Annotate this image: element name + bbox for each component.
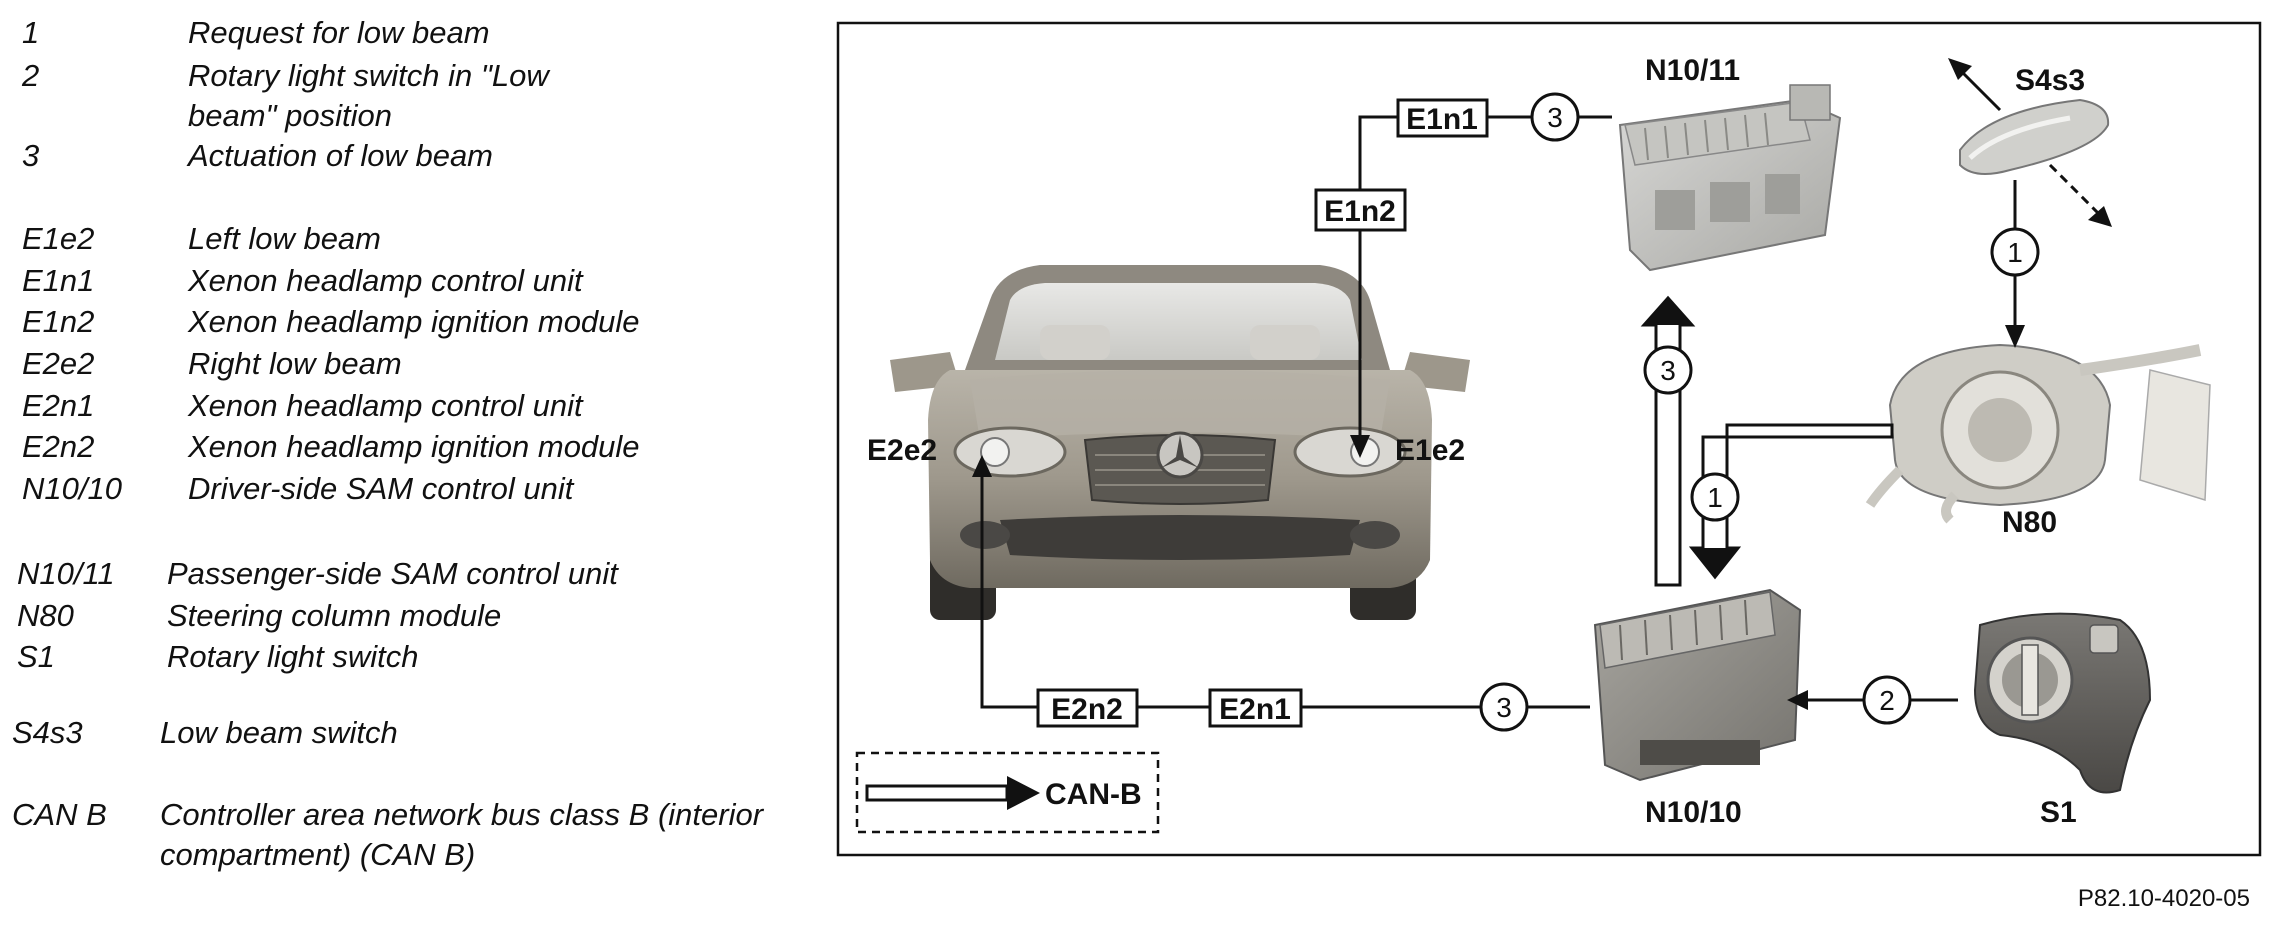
box-e2n1-text: E2n1 (1219, 693, 1291, 726)
box-e2n2: E2n2 (1036, 688, 1139, 728)
legend-text-e1n2: Xenon headlamp ignition module (188, 304, 640, 339)
figure-reference: P82.10-4020-05 (2077, 885, 2250, 912)
car-image (890, 265, 1470, 620)
legend-key-2: 2 (22, 58, 40, 93)
box-e1n1-text: E1n1 (1406, 103, 1478, 136)
legend-key-s4s3: S4s3 (12, 715, 83, 750)
legend-text-can-b-cont: compartment) (CAN B) (160, 837, 476, 872)
legend-key-3: 3 (22, 138, 40, 173)
legend-key-e2n2: E2n2 (22, 429, 95, 464)
legend-key-e1n1: E1n1 (22, 263, 95, 298)
legend-text-e1e2: Left low beam (188, 221, 381, 256)
circle-3-vertical: 3 (1643, 345, 1693, 395)
legend-text-n80: Steering column module (167, 598, 502, 633)
s4s3-motion-arrows (1948, 58, 2112, 227)
legend-key-e1e2: E1e2 (22, 221, 95, 256)
legend-key-s1: S1 (17, 639, 55, 674)
legend-key-e2e2: E2e2 (22, 346, 95, 381)
legend-text-1: Request for low beam (188, 15, 490, 50)
label-n10-11: N10/11 (1645, 54, 1740, 87)
label-n10-10: N10/10 (1645, 796, 1742, 829)
n10-10-arrowhead (1787, 690, 1808, 710)
can-bus-lines (1640, 295, 1894, 587)
legend-text-2: Rotary light switch in "Low (188, 58, 549, 93)
e2e2-arrowhead (972, 455, 992, 477)
can-b-key: CAN-B (855, 751, 1160, 834)
circle-2: 2 (1862, 675, 1912, 725)
diagram-frame (836, 21, 2262, 857)
circle-1-mid: 1 (1690, 472, 1740, 522)
circle-3-bottom: 3 (1479, 682, 1529, 732)
box-e1n2: E1n2 (1314, 188, 1407, 232)
s4s3-switch-image (1959, 98, 2110, 175)
circle-3-top-text: 3 (1547, 102, 1563, 133)
legend-key-n10-10: N10/10 (22, 471, 122, 506)
label-e2e2: E2e2 (867, 434, 937, 467)
bus-arrowhead-up (1644, 298, 1692, 325)
legend-text-n10-10: Driver-side SAM control unit (188, 471, 574, 506)
legend-key-n80: N80 (17, 598, 74, 633)
circle-3-top: 3 (1530, 92, 1580, 142)
circle-3-vertical-text: 3 (1660, 355, 1676, 386)
n80-arrowhead (2005, 325, 2025, 348)
legend-text-e2e2: Right low beam (188, 346, 402, 381)
circle-1-right: 1 (1990, 227, 2040, 277)
legend-key-can-b: CAN B (12, 797, 107, 832)
legend-text-3: Actuation of low beam (188, 138, 494, 173)
legend-key-e2n1: E2n1 (22, 388, 95, 423)
can-b-key-label: CAN-B (1045, 778, 1142, 811)
circle-1-mid-text: 1 (1707, 482, 1723, 513)
circle-3-bottom-text: 3 (1496, 692, 1512, 723)
label-s4s3: S4s3 (2015, 64, 2085, 97)
bus-arrowhead-down (1692, 548, 1738, 577)
legend-key-1: 1 (22, 15, 40, 50)
n10-10-module-image (1593, 588, 1802, 782)
label-e1e2: E1e2 (1395, 434, 1465, 467)
box-e1n1: E1n1 (1396, 98, 1489, 138)
legend-key-e1n2: E1n2 (22, 304, 95, 339)
e1e2-arrowhead (1350, 435, 1370, 458)
legend-text-e2n2: Xenon headlamp ignition module (188, 429, 640, 464)
s1-switch-image (1973, 612, 2152, 794)
n80-module-image (1865, 343, 2211, 524)
box-e2n2-text: E2n2 (1051, 693, 1123, 726)
signal-wires (980, 115, 2017, 709)
legend-text-can-b: Controller area network bus class B (int… (160, 797, 764, 832)
label-s1: S1 (2040, 796, 2077, 829)
box-e1n2-text: E1n2 (1324, 195, 1396, 228)
legend-text-n10-11: Passenger-side SAM control unit (167, 556, 618, 591)
legend-text-e1n1: Xenon headlamp control unit (188, 263, 583, 298)
circle-2-text: 2 (1879, 685, 1895, 716)
circle-1-right-text: 1 (2007, 237, 2023, 268)
legend-text-s1: Rotary light switch (167, 639, 419, 674)
n10-11-module-image (1618, 84, 1842, 272)
box-e2n1: E2n1 (1208, 688, 1303, 728)
legend-text-2-cont: beam" position (188, 98, 393, 133)
label-n80: N80 (2002, 506, 2057, 539)
legend-text-s4s3: Low beam switch (160, 715, 398, 750)
legend-key-n10-11: N10/11 (17, 556, 115, 591)
legend-text-e2n1: Xenon headlamp control unit (188, 388, 583, 423)
